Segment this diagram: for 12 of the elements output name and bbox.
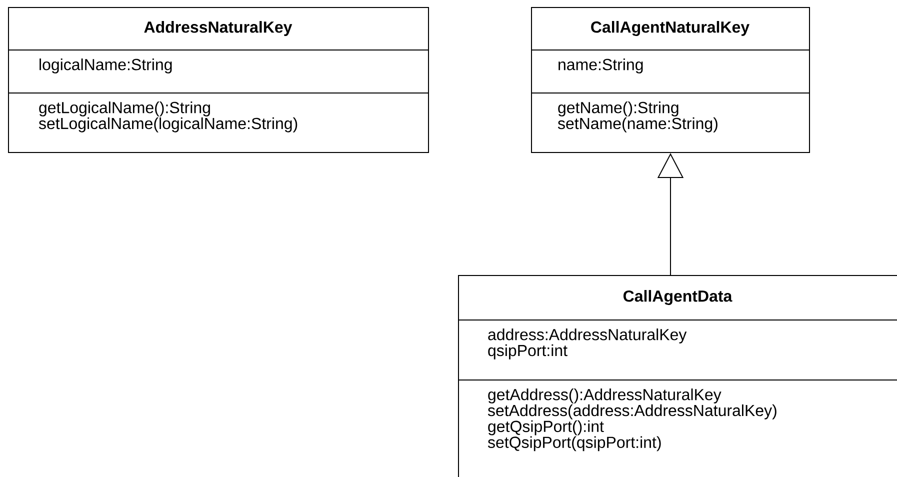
class-name: AddressNaturalKey: [144, 21, 292, 36]
method-list: getName():String setName(name:String): [558, 102, 718, 132]
class-name: CallAgentNaturalKey: [591, 21, 750, 36]
class-box: [8, 7, 429, 153]
method-list: getAddress():AddressNaturalKey setAddress(address:AddressNaturalKey) getQsipPort():int setQsipPort(qsipPort:int): [488, 388, 776, 452]
attribute-list: name:String: [558, 58, 643, 74]
class-name: CallAgentData: [624, 290, 732, 305]
attribute-list: logicalName:String: [40, 58, 172, 74]
method-list: getLogicalName():String setLogicalName(logicalName:String): [38, 102, 298, 132]
class-box: [458, 275, 897, 477]
class-box: [530, 7, 810, 153]
attribute-list: address:AddressNaturalKey qsipPort:int: [488, 328, 687, 360]
